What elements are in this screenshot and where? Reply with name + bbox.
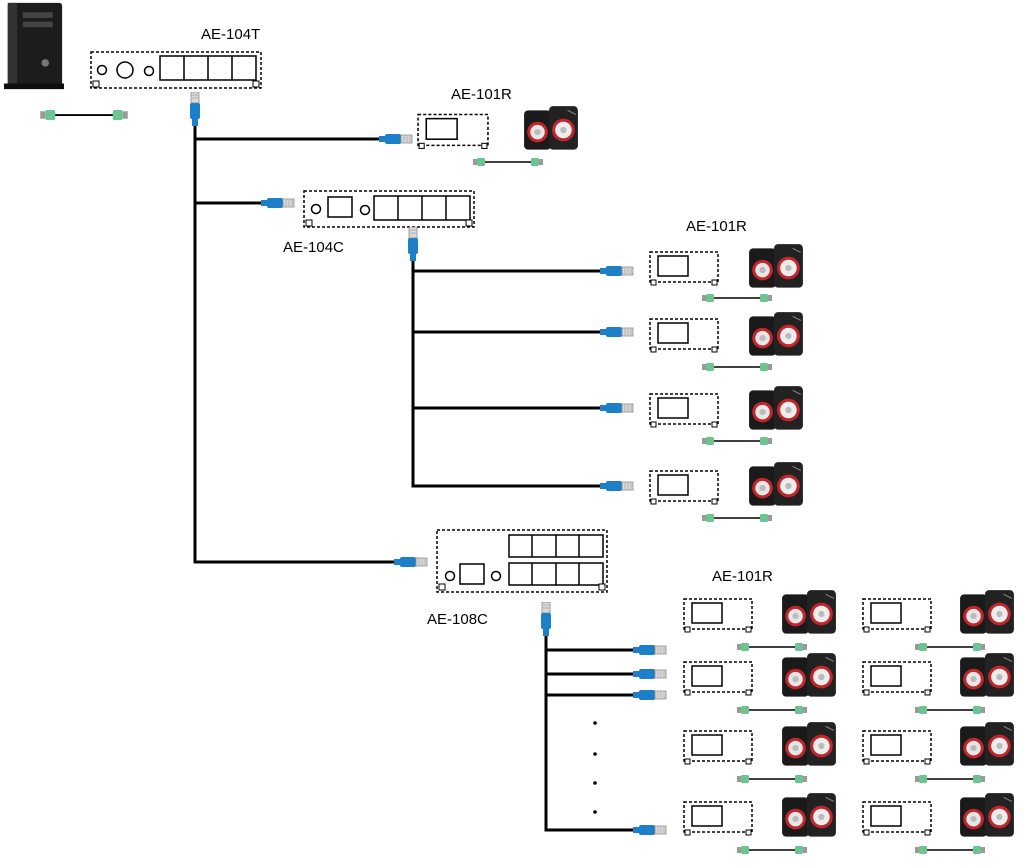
label-ae-101r-mid: AE-101R	[686, 218, 747, 235]
receiver-unit	[417, 113, 489, 150]
rj45-connector-icon	[407, 227, 419, 261]
ae-104c-unit	[303, 190, 475, 228]
rj45-connector-icon	[378, 133, 413, 145]
label-ae-108c: AE-108C	[427, 611, 488, 628]
ae-108c-receivers	[683, 590, 1015, 854]
audio-cable-icon	[39, 110, 129, 120]
rj45-connector-icon	[540, 602, 552, 636]
ae-104c-receivers	[599, 244, 804, 522]
ae-104t-unit	[90, 51, 262, 89]
label-ae-104c: AE-104C	[283, 239, 344, 256]
ae-108c-unit	[436, 529, 608, 593]
cable-lines	[193, 124, 634, 832]
label-ae-101r-top: AE-101R	[451, 86, 512, 103]
label-ae-104t: AE-104T	[201, 26, 261, 43]
rj45-connector-icon	[260, 197, 295, 209]
ae-108c-connectors	[632, 644, 667, 836]
rj45-connector-icon	[393, 556, 428, 568]
rj45-connector-icon	[189, 92, 201, 126]
speaker-pair-icon	[523, 106, 579, 151]
audio-cable-icon	[472, 158, 544, 166]
computer-tower-icon	[4, 2, 64, 90]
ellipsis-dots	[593, 721, 597, 814]
label-ae-101r-bottom: AE-101R	[712, 568, 773, 585]
